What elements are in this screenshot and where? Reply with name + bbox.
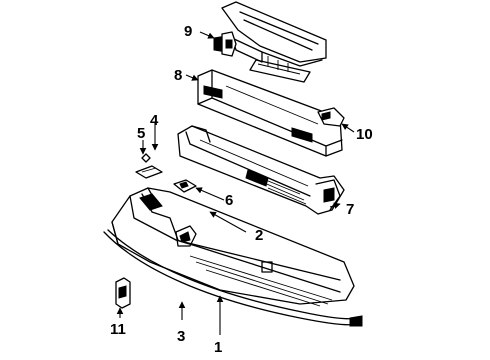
impact-bar-part-8 — [197, 69, 343, 157]
energy-absorber-part — [177, 125, 345, 215]
callout-9: 9 — [184, 23, 192, 40]
callout-11: 11 — [110, 321, 126, 338]
callout-10: 10 — [356, 126, 373, 143]
bracket-part-10 — [317, 107, 345, 127]
radiator-support-part — [221, 1, 327, 83]
bracket-part-6 — [173, 179, 197, 193]
callout-2: 2 — [255, 227, 263, 244]
callout-5: 5 — [137, 125, 145, 142]
callout-1: 1 — [214, 339, 222, 356]
callout-7: 7 — [346, 201, 354, 218]
bumper-fascia-part-1 — [111, 187, 355, 307]
bracket-part-4 — [135, 165, 163, 179]
callout-8: 8 — [174, 67, 182, 84]
callout-6: 6 — [225, 192, 233, 209]
clip-part-11 — [115, 277, 131, 309]
leader-lines — [116, 31, 355, 335]
fastener-part-5 — [141, 153, 151, 163]
bracket-part-9 — [213, 31, 237, 57]
callout-4: 4 — [150, 112, 159, 129]
molding-strip-part-3 — [103, 229, 363, 327]
callout-3: 3 — [177, 328, 185, 345]
